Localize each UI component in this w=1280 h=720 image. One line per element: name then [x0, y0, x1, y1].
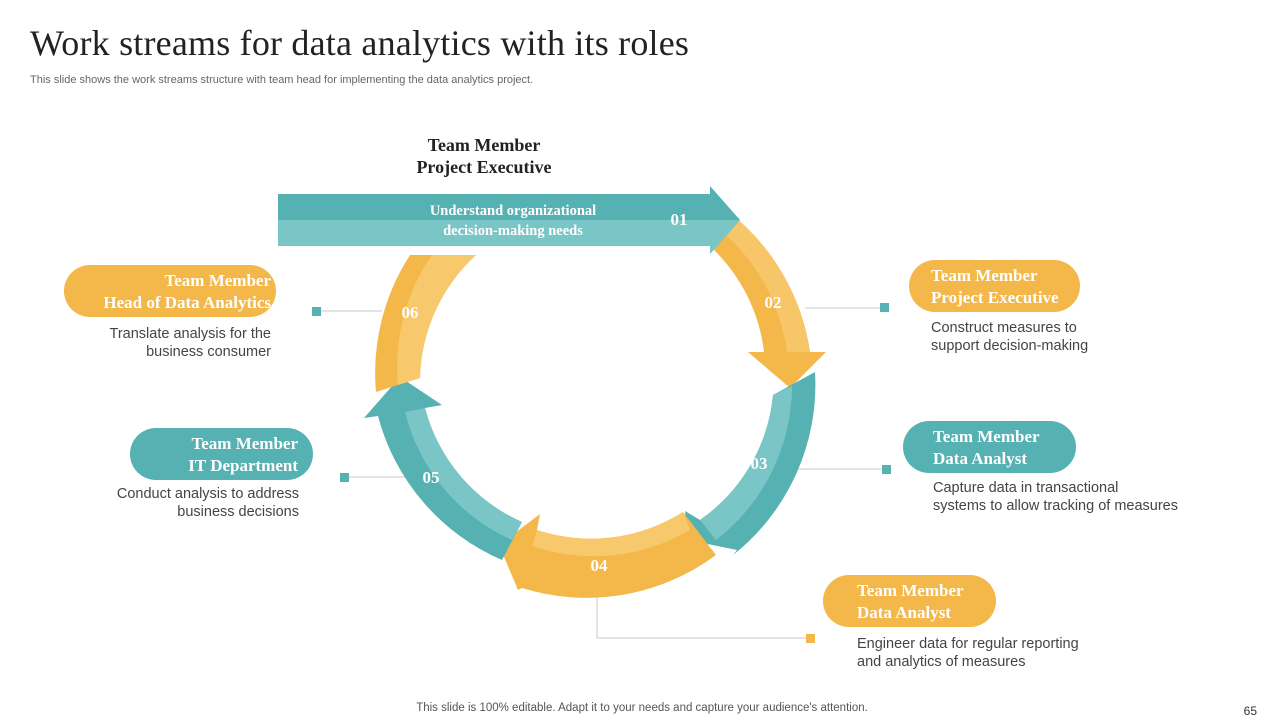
step-desc-06-line2: business consumer — [146, 344, 271, 360]
role-badge-05-line1: Team Member — [191, 434, 298, 453]
step-desc-02-line2: support decision-making — [931, 338, 1089, 354]
connector-dot-02 — [880, 303, 889, 312]
step-number-06: 06 — [401, 303, 419, 322]
step-desc-04-line1: Engineer data for regular reporting — [857, 636, 1079, 652]
page-number: 65 — [1243, 704, 1257, 718]
role-badge-02-line1: Team Member — [931, 266, 1038, 285]
step-desc-04-line2: and analytics of measures — [857, 654, 1026, 670]
top-banner-arrow — [278, 186, 740, 254]
banner-line1: Understand organizational — [429, 203, 597, 219]
step-desc-05-line1: Conduct analysis to address — [116, 486, 299, 502]
arc-segment-04 — [499, 512, 716, 598]
arc-segment-05 — [364, 377, 522, 560]
role-badge-03-line2: Data Analyst — [933, 449, 1027, 468]
arc-segment-03 — [685, 372, 816, 555]
footer-note: This slide is 100% editable. Adapt it to… — [416, 702, 868, 714]
role-badge-02: Team Member Project Executive — [909, 260, 1080, 312]
step-desc-03-line2: systems to allow tracking of measures — [933, 498, 1178, 514]
step-number-03: 03 — [750, 454, 768, 473]
role-badge-06-line2: Head of Data Analytics — [103, 293, 271, 312]
role-badge-04: Team Member Data Analyst — [823, 575, 996, 627]
step-number-02: 02 — [764, 293, 782, 312]
top-role-label: Team Member Project Executive — [384, 134, 584, 178]
role-badge-03: Team Member Data Analyst — [903, 421, 1076, 473]
role-badge-05-line2: IT Department — [188, 456, 298, 475]
role-badge-04-line2: Data Analyst — [857, 603, 951, 622]
step-desc-02-line1: Construct measures to — [931, 320, 1077, 336]
step-number-01: 01 — [670, 210, 688, 229]
role-badge-02-line2: Project Executive — [931, 288, 1059, 307]
step-number-05: 05 — [422, 468, 440, 487]
top-role-line1: Team Member — [427, 135, 541, 155]
step-desc-06-line1: Translate analysis for the — [109, 326, 271, 342]
role-badge-06-line1: Team Member — [164, 271, 271, 290]
arc-segment-06 — [375, 255, 476, 392]
step-desc-02: Construct measures to support decision-m… — [931, 319, 1088, 355]
step-desc-06: Translate analysis for the business cons… — [80, 325, 271, 361]
top-role-line2: Project Executive — [416, 157, 552, 177]
role-badge-06: Team Member Head of Data Analytics — [64, 265, 276, 317]
connector-dots — [312, 303, 891, 643]
connector-dot-04 — [806, 634, 815, 643]
step-desc-03: Capture data in transactional systems to… — [933, 479, 1178, 515]
top-banner-text: Understand organizational decision-makin… — [402, 201, 624, 241]
connector-dot-06 — [312, 307, 321, 316]
banner-line2: decision-making needs — [443, 223, 583, 239]
step-desc-03-line1: Capture data in transactional — [933, 480, 1119, 496]
arc-segment-02 — [714, 218, 826, 388]
connector-dot-05 — [340, 473, 349, 482]
role-badge-04-line1: Team Member — [857, 581, 964, 600]
page-subtitle: This slide shows the work streams struct… — [30, 74, 534, 86]
connector-line-04 — [596, 592, 810, 639]
role-badge-05: Team Member IT Department — [130, 428, 313, 480]
step-desc-05-line2: business decisions — [177, 504, 299, 520]
connector-dot-03 — [882, 465, 891, 474]
step-desc-04: Engineer data for regular reporting and … — [857, 635, 1079, 671]
role-badge-03-line1: Team Member — [933, 427, 1040, 446]
page-title: Work streams for data analytics with its… — [30, 23, 690, 63]
step-desc-05: Conduct analysis to address business dec… — [100, 485, 299, 521]
step-number-04: 04 — [590, 556, 608, 575]
